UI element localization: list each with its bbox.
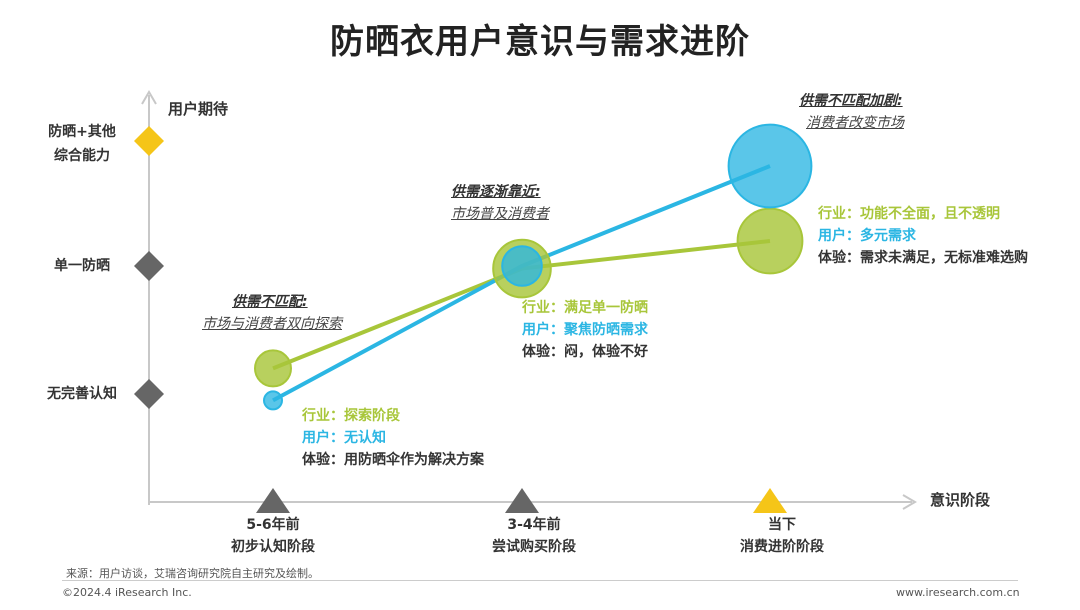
series-1-bubble-1	[254, 349, 292, 388]
y-level-label-mid: 单一防晒	[54, 258, 110, 274]
series-1-bubble-3	[736, 207, 804, 275]
copyright: ©2024.4 iResearch Inc.	[62, 586, 192, 599]
stage-description-1: 行业：探索阶段 用户：无认知 体验：用防晒伞作为解决方案	[302, 405, 484, 471]
y-level-diamond-marker	[134, 379, 164, 409]
phase-subtitle-2: 市场普及消费者	[451, 206, 549, 222]
x-stage-triangle-marker	[753, 488, 787, 513]
y-level-diamond-marker	[134, 126, 164, 156]
experience-text-1: 体验：用防晒伞作为解决方案	[302, 452, 484, 468]
x-stage-label-1: 5-6年前 初步认知阶段	[231, 517, 315, 555]
phase-subtitle-1: 市场与消费者双向探索	[202, 316, 342, 332]
y-level-label-bottom: 无完善认知	[47, 386, 117, 402]
source-note: 来源：用户访谈，艾瑞咨询研究院自主研究及绘制。	[66, 567, 319, 580]
series-2-bubble-2	[501, 245, 543, 287]
industry-text-3: 行业：功能不全面，且不透明	[818, 206, 1000, 222]
phase-subtitle-3: 消费者改变市场	[806, 115, 904, 131]
page-title: 防晒衣用户意识与需求进阶	[330, 22, 750, 62]
x-axis-label: 意识阶段	[930, 491, 991, 509]
footer-divider	[62, 580, 1018, 581]
y-axis-arrow	[141, 90, 157, 105]
y-axis-label: 用户期待	[168, 100, 229, 118]
website: www.iresearch.com.cn	[896, 586, 1020, 599]
stage-description-3: 行业：功能不全面，且不透明 用户：多元需求 体验：需求未满足，无标准难选购	[818, 203, 1028, 269]
x-stage-label-3: 当下 消费进阶阶段	[740, 517, 824, 555]
x-stage-triangle-marker	[256, 488, 290, 513]
series-2-bubble-1	[263, 390, 283, 411]
experience-text-2: 体验：闷，体验不好	[522, 344, 648, 360]
phase-title-1: 供需不匹配:	[232, 294, 308, 310]
industry-text-1: 行业：探索阶段	[302, 408, 400, 424]
user-text-3: 用户：多元需求	[818, 228, 916, 244]
x-stage-triangle-marker	[505, 488, 539, 513]
user-text-2: 用户：聚焦防晒需求	[522, 322, 648, 338]
experience-text-3: 体验：需求未满足，无标准难选购	[818, 250, 1028, 266]
industry-text-2: 行业：满足单一防晒	[522, 300, 648, 316]
phase-title-2: 供需逐渐靠近:	[451, 184, 541, 200]
series-2-bubble-3	[727, 123, 813, 209]
y-level-label-top: 防晒+其他 综合能力	[48, 124, 116, 164]
x-stage-label-2: 3-4年前 尝试购买阶段	[492, 517, 576, 555]
phase-title-3: 供需不匹配加剧:	[799, 93, 903, 109]
x-axis-arrow	[902, 494, 917, 510]
y-level-diamond-marker	[134, 251, 164, 281]
stage-description-2: 行业：满足单一防晒 用户：聚焦防晒需求 体验：闷，体验不好	[522, 297, 648, 363]
user-text-1: 用户：无认知	[302, 430, 386, 446]
